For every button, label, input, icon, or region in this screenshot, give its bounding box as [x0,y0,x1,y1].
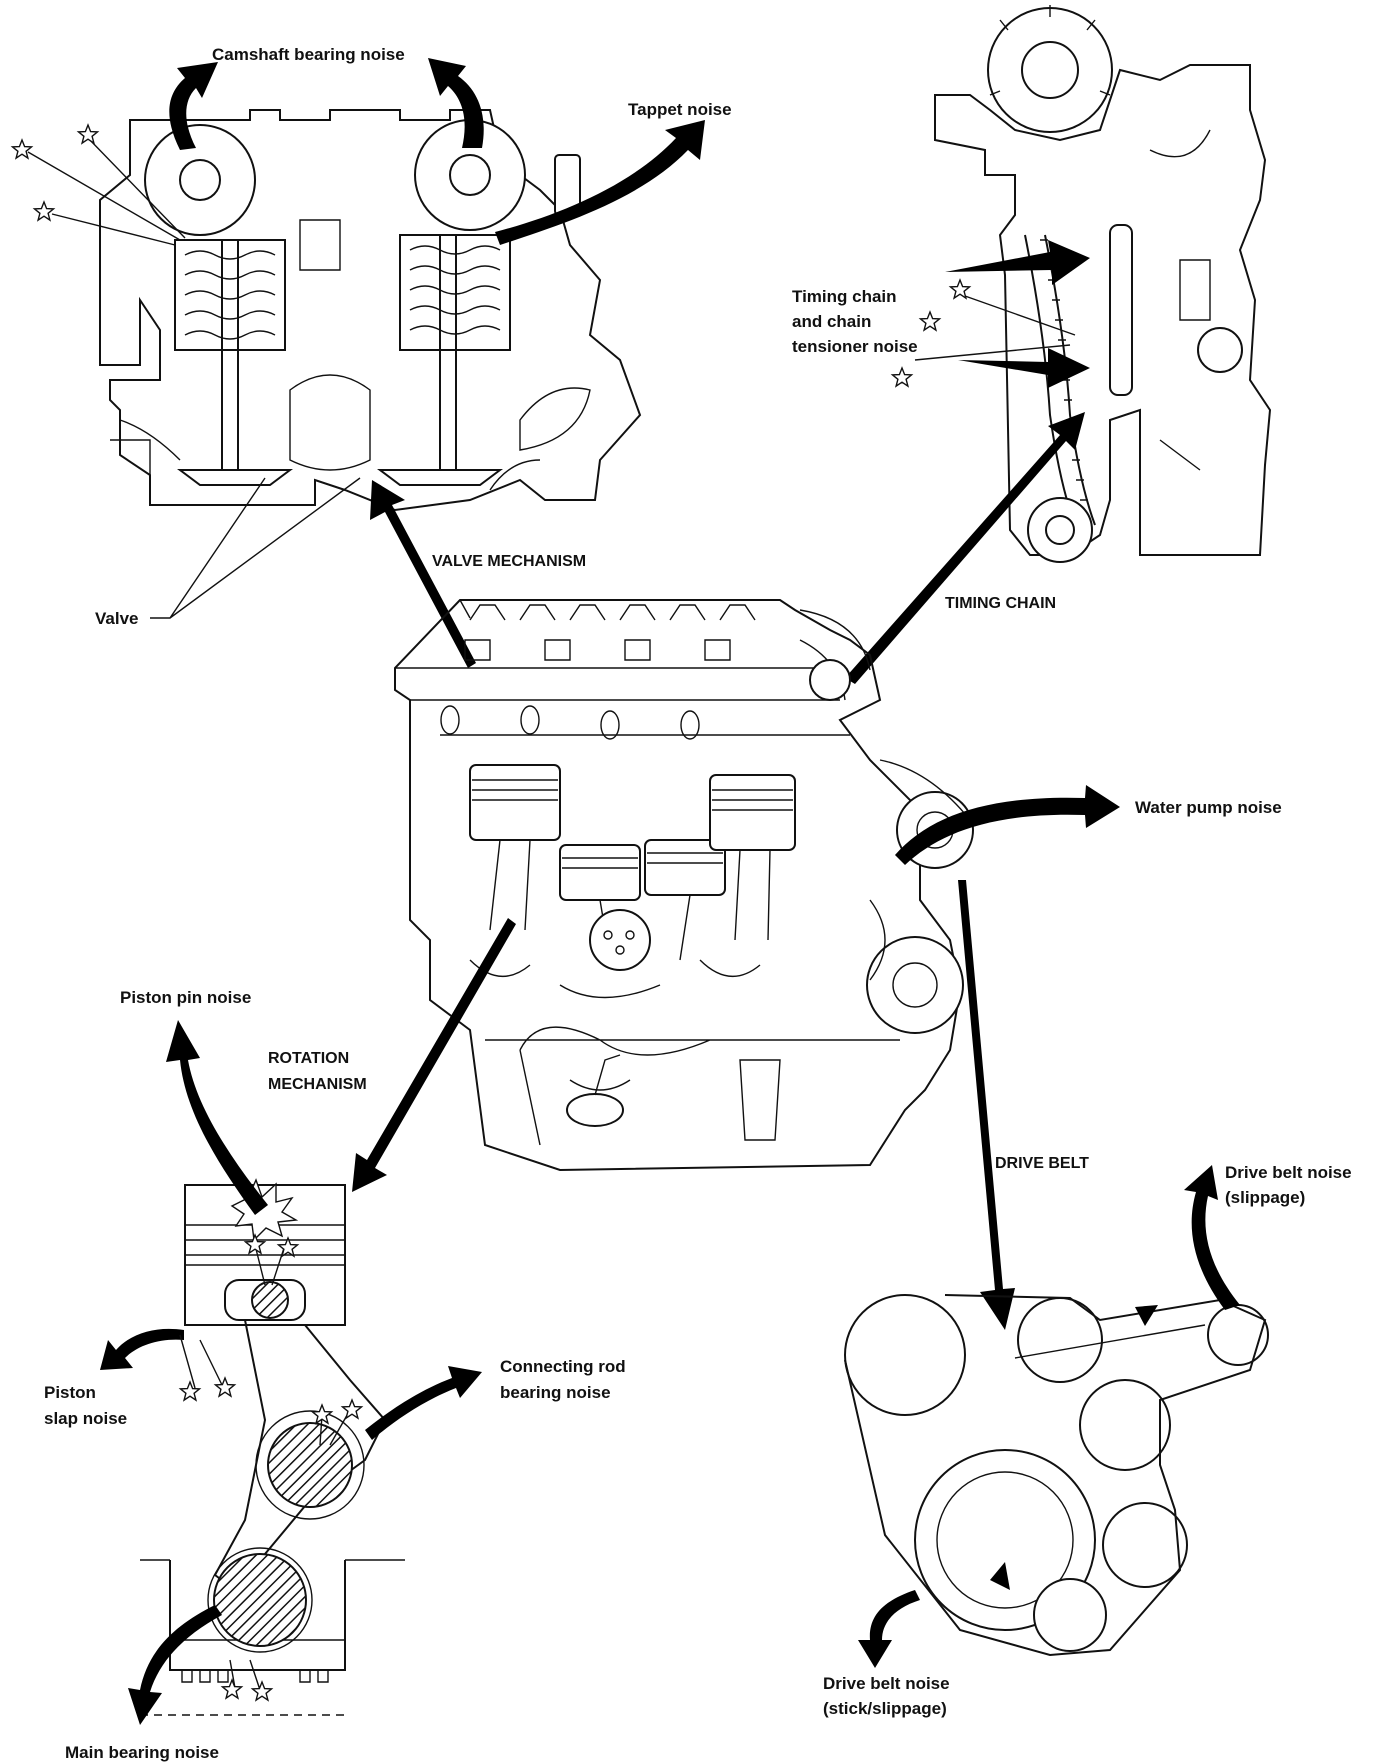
rotation-mechanism-label-line1: ROTATION [268,1050,349,1067]
main-bearing-noise-arrow [128,1605,222,1725]
drive-belt-pointer-arrow [958,880,1015,1330]
valve-label: Valve [95,609,139,628]
valve-leader [150,477,361,619]
piston-pin-burst [230,1178,299,1242]
tappet-noise-arrow [495,120,705,245]
engine-block-illustration [394,599,974,1172]
timing-chain-noise-label-line3: tensioner noise [792,337,918,356]
timing-chain-arrow-3 [845,412,1085,684]
belt-direction-marker-1 [1135,1305,1158,1326]
rotation-mechanism-label-line2: MECHANISM [268,1076,367,1093]
tappet-noise-label: Tappet noise [628,100,732,119]
camshaft-noise-stars [11,124,186,246]
camshaft-noise-arrow-right [428,58,484,148]
valve-mechanism-pointer-arrow [370,480,476,668]
connecting-rod-noise-arrow [365,1366,482,1440]
piston-slap-noise-arrow [100,1328,184,1370]
drive-belt-noise-stick-label-line2: (stick/slippage) [823,1699,947,1718]
drive-belt-label: DRIVE BELT [995,1155,1089,1172]
belt-direction-marker-2 [990,1562,1010,1590]
timing-chain-stars [891,279,1076,387]
timing-chain-arrow-2 [958,348,1090,388]
timing-chain-label: TIMING CHAIN [945,595,1056,612]
valve-mechanism-label: VALVE MECHANISM [432,553,586,570]
drive-belt-noise-stick-label-line1: Drive belt noise [823,1674,950,1693]
rotation-mechanism-stars [179,1234,363,1701]
drive-belt-noise-slippage-label-line1: Drive belt noise [1225,1163,1352,1182]
camshaft-bearing-noise-label: Camshaft bearing noise [212,45,405,64]
timing-chain-illustration [934,5,1272,563]
drive-belt-slippage-arrow [1184,1165,1240,1310]
rotation-mechanism-pointer-arrow [352,918,516,1192]
timing-chain-noise-label-line2: and chain [792,312,871,331]
piston-slap-noise-label-line2: slap noise [44,1409,127,1428]
water-pump-noise-arrow [895,785,1120,865]
valve-mechanism-illustration [99,109,642,512]
drive-belt-illustration [844,1294,1269,1657]
water-pump-noise-label: Water pump noise [1135,798,1282,817]
connecting-rod-bearing-noise-label-line2: bearing noise [500,1383,611,1402]
timing-chain-noise-label-line1: Timing chain [792,287,897,306]
drive-belt-noise-slippage-label-line2: (slippage) [1225,1188,1305,1207]
camshaft-noise-arrow-left [169,62,218,150]
timing-chain-arrow-1 [945,240,1090,285]
piston-pin-noise-arrow [166,1020,268,1215]
main-bearing-noise-label: Main bearing noise [65,1743,219,1762]
drive-belt-stick-arrow [858,1590,920,1668]
piston-slap-noise-label-line1: Piston [44,1383,96,1402]
piston-pin-noise-label: Piston pin noise [120,988,251,1007]
connecting-rod-bearing-noise-label-line1: Connecting rod [500,1357,626,1376]
